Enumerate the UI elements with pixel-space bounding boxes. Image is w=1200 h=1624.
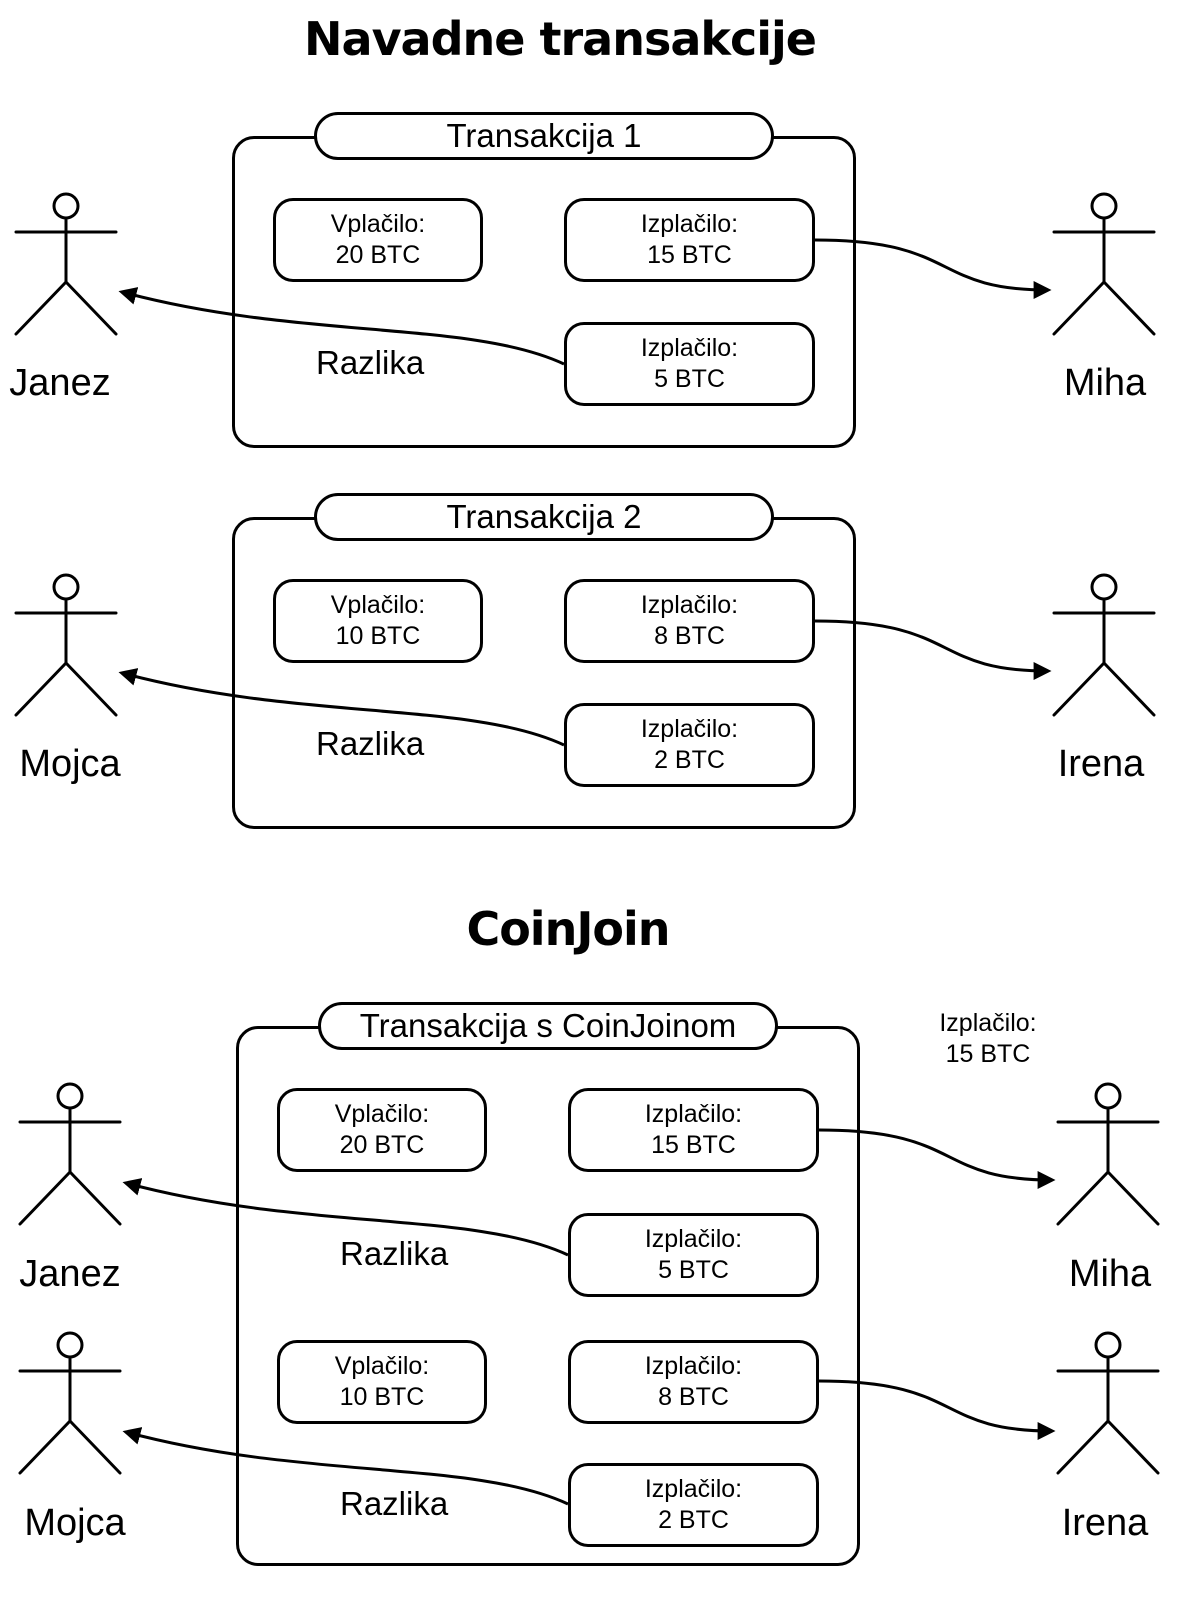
person-figure-irena [1052, 573, 1156, 717]
cj-output-2-label: Izplačilo: [644, 1225, 743, 1253]
tx1-output-1-amount: 15 BTC [647, 241, 732, 269]
tx1-output-2-label: Izplačilo: [640, 334, 739, 362]
cj-razlika-label-2: Razlika [340, 1485, 449, 1522]
tx1-output-box-2: Izplačilo: 5 BTC [564, 322, 815, 406]
cj-payment-arrow-2 [818, 1379, 1056, 1440]
heading-coinjoin: CoinJoin [466, 902, 670, 956]
transaction-2-title: Transakcija 2 [314, 493, 774, 541]
cj-output-4-amount: 2 BTC [658, 1506, 729, 1534]
cj-output-1-label: Izplačilo: [644, 1100, 743, 1128]
cj-person-figure-miha [1056, 1082, 1160, 1226]
cj-payment-arrow-1 [818, 1128, 1056, 1189]
cj-output-2-amount: 5 BTC [658, 1256, 729, 1284]
cj-person-name-mojca: Mojca [24, 1502, 126, 1544]
cj-output-3-amount: 8 BTC [658, 1383, 729, 1411]
cj-input-1-label: Vplačilo: [334, 1100, 430, 1128]
tx2-input-label: Vplačilo: [330, 591, 426, 619]
tx2-output-box-1: Izplačilo: 8 BTC [564, 579, 815, 663]
tx2-output-1-amount: 8 BTC [654, 622, 725, 650]
cj-person-figure-janez [18, 1082, 122, 1226]
tx2-input-box: Vplačilo: 10 BTC [273, 579, 483, 663]
tx2-input-amount: 10 BTC [335, 622, 421, 650]
person-figure-miha [1052, 192, 1156, 336]
person-figure-janez [14, 192, 118, 336]
tx2-output-1-label: Izplačilo: [640, 591, 739, 619]
tx1-output-box-1: Izplačilo: 15 BTC [564, 198, 815, 282]
cj-output-3-label: Izplačilo: [644, 1352, 743, 1380]
tx1-output-2-amount: 5 BTC [654, 365, 725, 393]
cj-person-name-janez: Janez [19, 1253, 121, 1295]
tx2-razlika-label: Razlika [316, 725, 425, 762]
tx1-razlika-label: Razlika [316, 344, 425, 381]
cj-person-figure-mojca [18, 1331, 122, 1475]
tx2-change-arrow [118, 668, 565, 747]
cj-razlika-label-1: Razlika [340, 1235, 449, 1272]
coinjoin-title: Transakcija s CoinJoinom [318, 1002, 778, 1050]
tx1-input-amount: 20 BTC [335, 241, 421, 269]
cj-output-box-2: Izplačilo: 5 BTC [568, 1213, 819, 1297]
tx2-output-2-label: Izplačilo: [640, 715, 739, 743]
cj-output-1-amount: 15 BTC [651, 1131, 736, 1159]
tx1-payment-arrow [814, 238, 1052, 299]
person-name-miha: Miha [1063, 362, 1147, 404]
cj-input-1-amount: 20 BTC [339, 1131, 425, 1159]
person-figure-mojca [14, 573, 118, 717]
cj-side-note-label: Izplačilo: [939, 1009, 1037, 1037]
person-name-mojca: Mojca [19, 743, 121, 785]
cj-output-box-1: Izplačilo: 15 BTC [568, 1088, 819, 1172]
tx1-change-arrow [118, 287, 565, 366]
cj-change-arrow-1 [122, 1178, 569, 1257]
heading-navadne-transakcije: Navadne transakcije [304, 12, 817, 66]
cj-side-note-amount: 15 BTC [945, 1040, 1031, 1068]
person-name-irena: Irena [1057, 743, 1145, 785]
cj-input-box-1: Vplačilo: 20 BTC [277, 1088, 487, 1172]
cj-input-2-label: Vplačilo: [334, 1352, 430, 1380]
tx2-output-box-2: Izplačilo: 2 BTC [564, 703, 815, 787]
tx1-input-label: Vplačilo: [330, 210, 426, 238]
transaction-1-title: Transakcija 1 [314, 112, 774, 160]
cj-output-box-3: Izplačilo: 8 BTC [568, 1340, 819, 1424]
cj-person-name-irena: Irena [1061, 1502, 1149, 1544]
cj-change-arrow-2 [122, 1427, 569, 1506]
cj-output-4-label: Izplačilo: [644, 1475, 743, 1503]
cj-output-box-4: Izplačilo: 2 BTC [568, 1463, 819, 1547]
person-name-janez: Janez [9, 362, 111, 404]
cj-input-2-amount: 10 BTC [339, 1383, 425, 1411]
tx2-payment-arrow [814, 619, 1052, 680]
tx1-input-box: Vplačilo: 20 BTC [273, 198, 483, 282]
tx2-output-2-amount: 2 BTC [654, 746, 725, 774]
tx1-output-1-label: Izplačilo: [640, 210, 739, 238]
cj-person-name-miha: Miha [1068, 1253, 1152, 1295]
cj-person-figure-irena [1056, 1331, 1160, 1475]
cj-input-box-2: Vplačilo: 10 BTC [277, 1340, 487, 1424]
cj-side-note: Izplačilo: 15 BTC [928, 1008, 1048, 1070]
